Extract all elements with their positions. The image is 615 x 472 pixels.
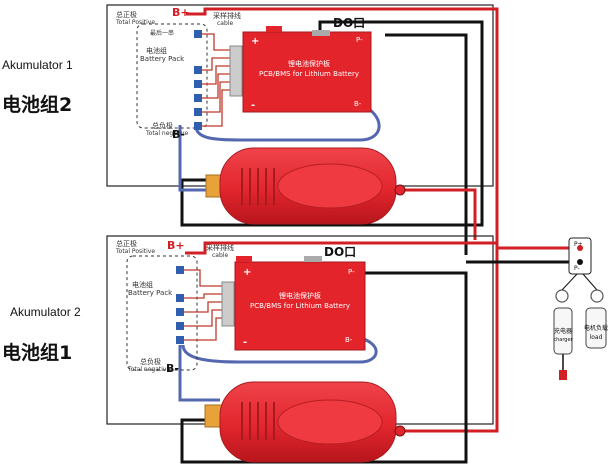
pack-cn-label: 电池组: [132, 280, 153, 289]
total-positive-label: 总正极: [116, 239, 137, 248]
module-1-negative-wire: [180, 20, 484, 227]
module-1-bms-board: [242, 31, 372, 113]
total-negative-en-label: Total negative: [127, 366, 170, 373]
b-minus-label: B-: [166, 362, 179, 375]
total-negative-label: 总负极: [140, 357, 161, 366]
module-1-case-window: [277, 163, 383, 209]
pack-en-label: Battery Pack: [140, 55, 185, 63]
module-2-pack-outline: [126, 255, 198, 371]
side-label-pack2-en: Akumulator 2: [10, 305, 81, 319]
bms-title-en: PCB/BMS for Lithium Battery: [250, 302, 350, 310]
cell: [176, 322, 184, 330]
pack-cn-label: 电池组: [146, 46, 167, 55]
output-terminals: P+ P-: [561, 237, 598, 291]
charger-en-label: charger: [553, 337, 573, 343]
b-plus-label: B+: [172, 6, 190, 19]
do-port-connector: [312, 30, 330, 36]
module-2-case-vents: [241, 402, 275, 440]
module-2-bms-board: [234, 261, 366, 351]
output-p-plus-label: P+: [574, 241, 583, 248]
b-minus-label: B-: [172, 128, 185, 141]
total-positive-en-label: Total Positive: [115, 19, 155, 26]
bms-plus-sign: +: [251, 36, 259, 47]
module-2-cable-connector: [221, 281, 235, 327]
cell: [194, 94, 202, 102]
module-2: 总正极 Total Positive B+ 电池组 Battery Pack 总…: [2, 235, 580, 464]
bms-title-cn: 锂电池保护板: [288, 59, 330, 68]
module-1-case-vents: [241, 168, 275, 205]
cell: [194, 80, 202, 88]
cable-cn-label: 采样排线: [213, 11, 241, 20]
bms-p-minus-label: P-: [356, 36, 363, 44]
module-2-pplus-wire: [400, 243, 499, 433]
load: 电机负载 load: [584, 289, 608, 349]
bms-b-minus-label: B-: [354, 100, 362, 108]
output-terminal-block: [568, 237, 592, 275]
b-plus-label: B+: [167, 239, 185, 252]
cable-en-label: cable: [212, 252, 228, 259]
module-1-pplus-wire: [400, 188, 477, 240]
charger-cn-label: 充电器: [554, 327, 572, 335]
module-2-sampling-wires: [184, 269, 222, 341]
charger-plug: [555, 289, 569, 303]
module-1-sampling-wires: [202, 33, 230, 127]
module-1-b-minus-wire: [194, 102, 381, 142]
module-1-positive-wire: [186, 7, 580, 250]
cable-cn-label: 采样排线: [206, 243, 234, 252]
module-2-b-minus-lead: [178, 345, 220, 402]
module-2-cable-tab: [236, 256, 252, 262]
total-positive-label: 总正极: [116, 10, 137, 19]
output-plus-terminal: [577, 245, 583, 251]
output-minus-terminal: [577, 259, 583, 265]
module-1: 总正极 Total Positive B+ 最后一串 电池组 Battery P…: [2, 4, 580, 255]
module-1-p-minus-wire: [385, 33, 468, 255]
cell: [176, 336, 184, 344]
cable-en-label: cable: [217, 20, 233, 27]
output-lead: [561, 273, 578, 291]
module-1-cable-connector: [229, 45, 243, 97]
do-port-label: DO口: [324, 245, 356, 259]
do-port-connector: [304, 256, 322, 262]
charger-connector: [559, 370, 567, 380]
cell: [194, 122, 202, 130]
bms-plus-sign: +: [243, 267, 251, 278]
load-en-label: load: [590, 334, 603, 341]
side-label-pack1-en: Akumulator 1: [2, 58, 73, 72]
do-port-label: DO口: [333, 16, 365, 30]
bms-minus-sign: -: [243, 337, 247, 348]
bms-minus-sign: -: [251, 100, 255, 111]
load-body: [585, 307, 607, 349]
side-label-pack2-cn: 电池组1: [2, 341, 72, 364]
cell: [176, 308, 184, 316]
module-1-case-terminal: [394, 184, 406, 196]
output-p-minus-label: P-: [574, 265, 580, 272]
module-2-b-minus-wire: [181, 336, 378, 364]
bms-title-cn: 锂电池保护板: [279, 291, 321, 300]
cell: [194, 108, 202, 116]
module-2-case-terminal: [394, 425, 406, 437]
cell: [176, 266, 184, 274]
cell: [194, 30, 202, 38]
bms-title-en: PCB/BMS for Lithium Battery: [259, 70, 359, 78]
bms-b-minus-label: B-: [345, 336, 353, 344]
total-negative-en-label: Total negative: [145, 130, 188, 137]
last-string-label: 最后一串: [150, 29, 174, 37]
side-label-pack1-cn: 电池组2: [2, 93, 72, 116]
load-cn-label: 电机负载: [584, 324, 608, 332]
total-negative-label: 总负极: [152, 121, 173, 130]
load-plug: [590, 289, 604, 303]
charger: 充电器 charger: [553, 289, 574, 380]
cell: [176, 294, 184, 302]
output-lead: [582, 273, 598, 291]
cell: [194, 66, 202, 74]
bms-p-minus-label: P-: [348, 268, 355, 276]
total-positive-en-label: Total Positive: [115, 248, 155, 255]
pack-en-label: Battery Pack: [128, 289, 173, 297]
module-1-cable-tab: [266, 26, 282, 32]
module-2-positive-wire: [185, 241, 497, 255]
module-2-case-window: [277, 399, 383, 445]
